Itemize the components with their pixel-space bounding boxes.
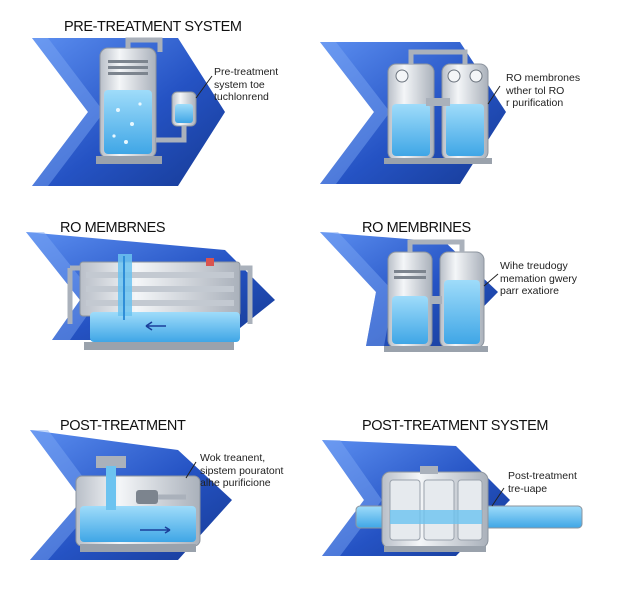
- caption-line: sipstem pouratont: [200, 464, 284, 477]
- panel-ro-right: [320, 232, 499, 352]
- caption-ro-top: RO membrones wther tol RO r purification: [506, 72, 580, 110]
- caption-line: tre-uape: [508, 482, 548, 495]
- caption-line: RO membrones: [506, 72, 581, 84]
- panel-title-ro-right: RO MEMBRINES: [362, 220, 471, 236]
- caption-line: Wihe treudogy: [500, 260, 568, 272]
- caption-ro-right: Wihe treudogy memation gwery parr exatio…: [500, 260, 577, 298]
- pump-icon: [136, 490, 158, 504]
- panel-pretreatment: [32, 37, 225, 186]
- caption-line: Pre-treatment: [214, 66, 279, 78]
- panel-title-posttreatment-right: POST-TREATMENT SYSTEM: [362, 418, 549, 434]
- caption-line: tuchlonrend: [214, 91, 269, 103]
- caption-line: r purification: [506, 97, 564, 109]
- caption-posttreatment-left: Wok treanent, sipstem pouratont alhe pur…: [200, 452, 283, 490]
- panel-title-pretreatment: PRE-TREATMENT SYSTEM: [64, 19, 242, 35]
- caption-line: Post-treatment: [508, 470, 577, 482]
- caption-line: parr exatiore: [500, 285, 559, 297]
- panel-title-posttreatment-left: POST-TREATMENT: [60, 418, 186, 434]
- callout-line-6: [491, 487, 505, 507]
- caption-line: alhe purificione: [200, 477, 271, 489]
- caption-posttreatment-right: Post-treatment tre-uape: [508, 470, 577, 495]
- callout-line-1: [195, 75, 213, 99]
- panel-ro-top: [320, 42, 506, 184]
- caption-line: wther tol RO: [506, 84, 565, 97]
- callout-line-2: [487, 85, 501, 105]
- water-channel: [90, 312, 240, 342]
- callout-line-4: [483, 273, 499, 287]
- callout-line-5: [185, 461, 197, 479]
- panel-ro-horizontal: [26, 232, 275, 350]
- panel-posttreatment-right: [322, 440, 583, 556]
- caption-line: Wok treanent,: [200, 452, 266, 464]
- panel-posttreatment-left: [30, 430, 232, 560]
- flow-arrow-icon: [145, 321, 166, 331]
- panel-title-ro-horizontal: RO MEMBRNES: [60, 220, 166, 236]
- caption-line: system toe: [214, 78, 265, 91]
- caption-pretreatment: Pre-treatment system toe tuchlonrend: [214, 66, 278, 104]
- caption-line: memation gwery: [500, 272, 578, 285]
